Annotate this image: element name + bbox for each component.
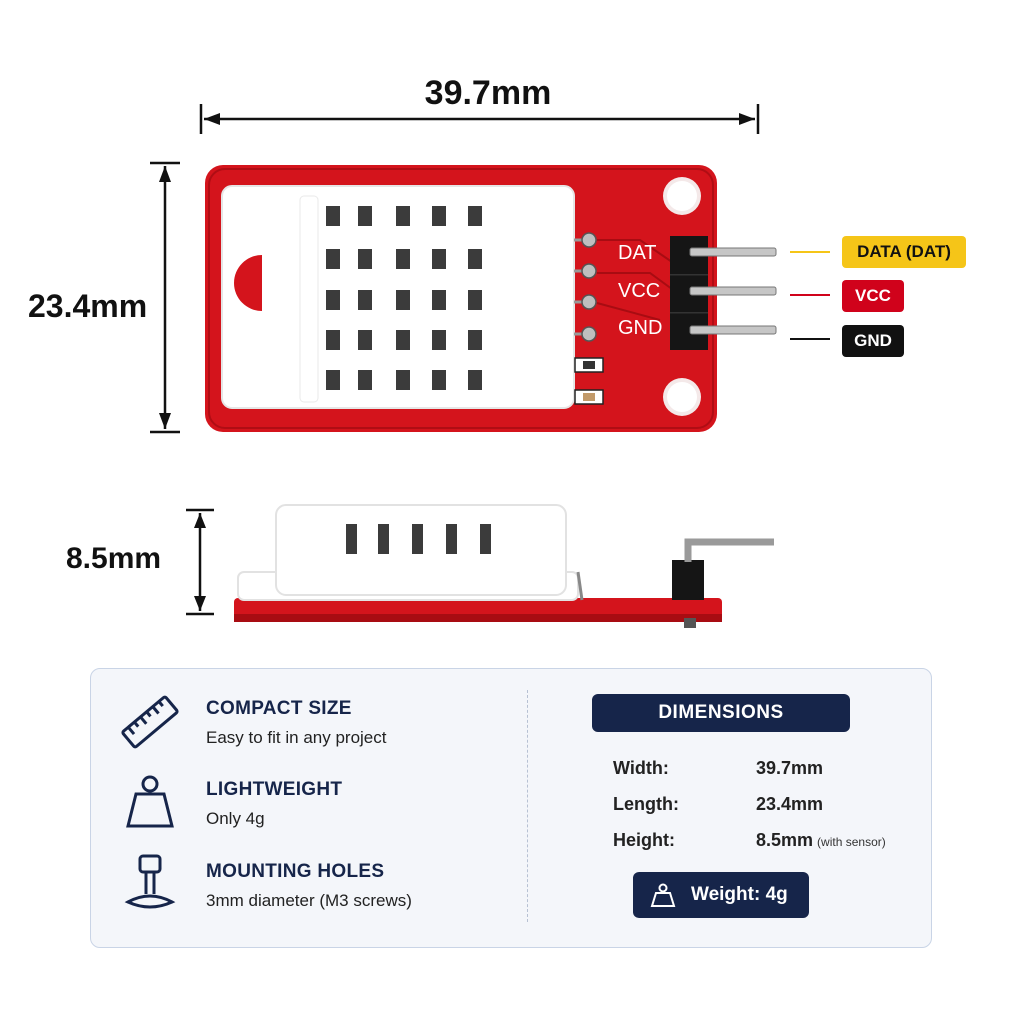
weight-badge: Weight: 4g xyxy=(633,872,809,918)
feature-title-holes: MOUNTING HOLES xyxy=(206,861,385,882)
spec-label-length: Length: xyxy=(613,794,679,814)
dimension-drawing xyxy=(150,104,830,628)
pcb-top-view xyxy=(205,165,830,432)
spec-label-height: Height: xyxy=(613,830,675,850)
smd-resistors xyxy=(574,357,604,405)
ruler-icon xyxy=(121,695,179,749)
spec-label-width: Width: xyxy=(613,758,669,778)
sensor-pins xyxy=(574,232,597,342)
feature-title-compact: COMPACT SIZE xyxy=(206,698,352,719)
height-note: (with sensor) xyxy=(817,835,886,849)
pin-header xyxy=(670,236,777,350)
panel-divider xyxy=(527,690,528,922)
silkscreen-gnd: GND xyxy=(618,317,663,339)
height-value: 8.5mm xyxy=(756,830,814,850)
weight-icon xyxy=(126,775,174,828)
weight-label: Weight: 4g xyxy=(691,884,788,905)
dimensions-header: DIMENSIONS xyxy=(592,694,850,732)
silkscreen-vcc: VCC xyxy=(618,280,661,302)
feature-desc-compact: Easy to fit in any project xyxy=(206,728,387,747)
feature-desc-holes: 3mm diameter (M3 screws) xyxy=(206,891,412,910)
weight-badge-icon xyxy=(650,883,676,907)
mounting-hole-bottom xyxy=(663,378,701,416)
length-dimension-label: 23.4mm xyxy=(28,288,148,324)
height-dimension-arrow xyxy=(186,508,214,616)
feature-title-light: LIGHTWEIGHT xyxy=(206,779,343,800)
length-dimension-arrow xyxy=(150,161,180,434)
feature-desc-light: Only 4g xyxy=(206,809,265,828)
height-dimension-label: 8.5mm xyxy=(66,542,162,575)
mounting-hole-top xyxy=(663,177,701,215)
spec-value-height: 8.5mm(with sensor) xyxy=(756,830,886,851)
screw-icon xyxy=(124,854,176,909)
width-dimension-arrow xyxy=(199,104,760,134)
pcb-side-view xyxy=(234,504,774,628)
spec-value-length: 23.4mm xyxy=(756,794,824,814)
dht22-sensor-housing xyxy=(221,185,575,409)
pin-tag-data: DATA (DAT) xyxy=(842,236,966,268)
silkscreen-dat: DAT xyxy=(618,242,657,264)
pin-tag-gnd: GND xyxy=(842,325,904,357)
pin-tag-vcc: VCC xyxy=(842,280,904,312)
spec-value-width: 39.7mm xyxy=(756,758,824,778)
width-dimension-label: 39.7mm xyxy=(424,74,552,112)
